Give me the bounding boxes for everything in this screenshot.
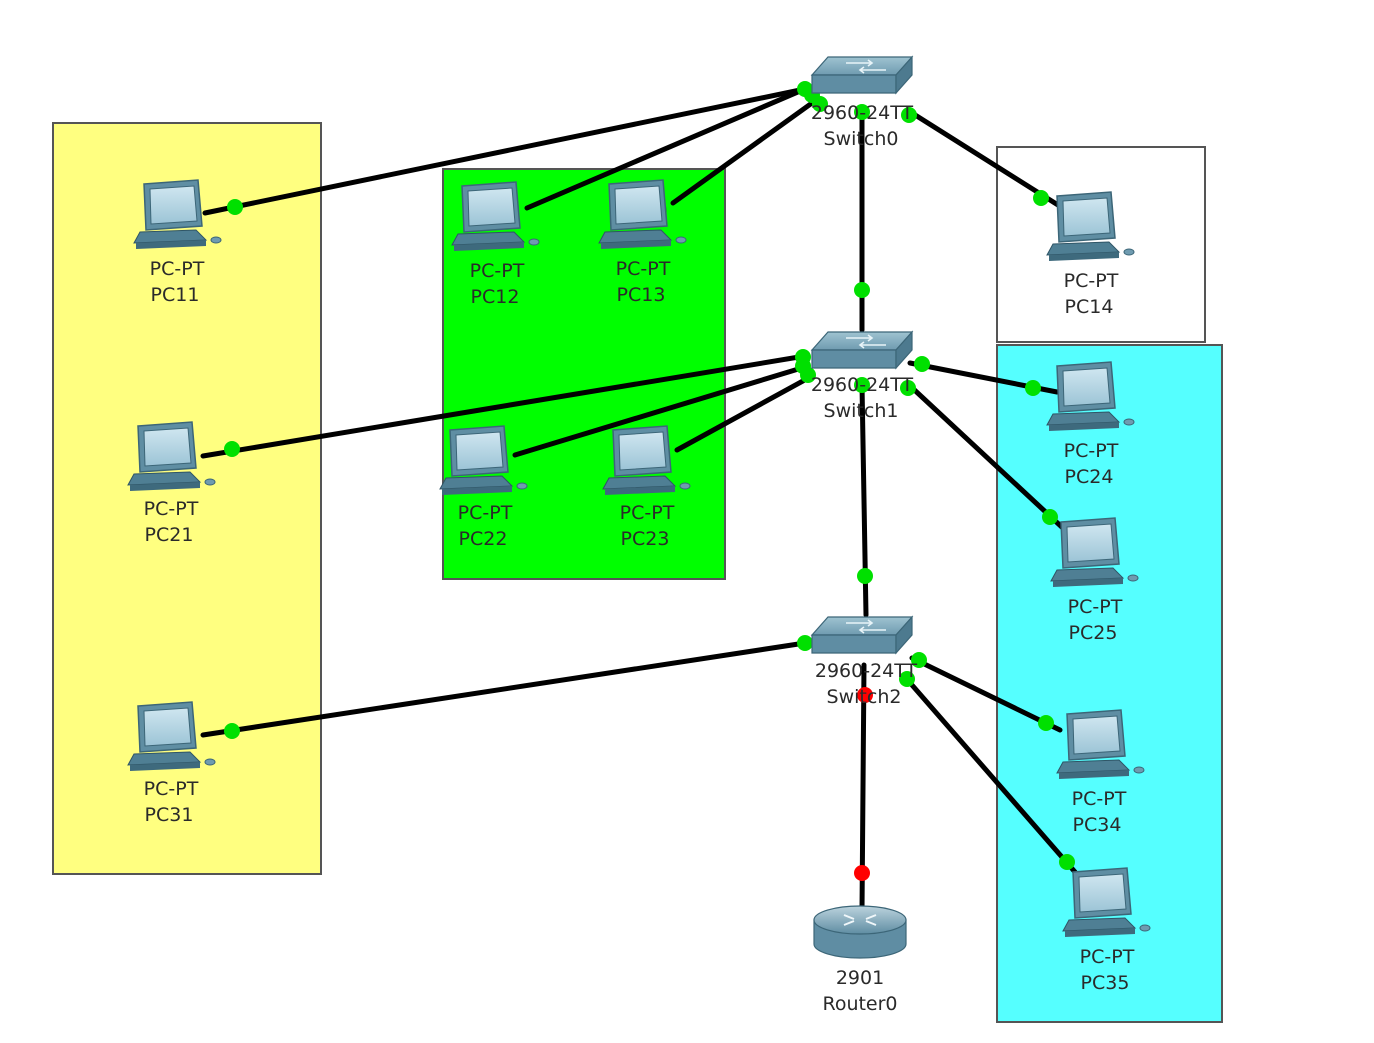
pc13-name: PC13	[616, 284, 666, 306]
pc24-name: PC24	[1064, 466, 1114, 488]
pc22-model: PC-PT	[457, 502, 513, 524]
pc25-pc-icon[interactable]	[1050, 517, 1139, 587]
router0-name: Router0	[822, 993, 898, 1015]
cable-switch1-pc21[interactable]	[200, 353, 808, 459]
pc11-model: PC-PT	[149, 258, 205, 280]
pc31-pc-icon[interactable]	[127, 701, 216, 771]
pc14-name: PC14	[1064, 296, 1114, 318]
pc22-name: PC22	[458, 528, 508, 550]
link-light-switch2-pc31-a	[797, 635, 813, 651]
link-light-switch2-router0-b	[854, 865, 870, 881]
cable-switch1-pc23[interactable]	[674, 373, 815, 453]
router0-model: 2901	[835, 967, 885, 989]
link-light-switch1-pc25-b	[1042, 509, 1058, 525]
devices	[127, 55, 1151, 959]
link-light-switch1-pc24-b	[1025, 380, 1041, 396]
pc12-name: PC12	[470, 286, 520, 308]
pc23-model: PC-PT	[619, 502, 675, 524]
cable-switch0-pc13[interactable]	[670, 100, 815, 206]
link-light-switch0-pc11-b	[227, 199, 243, 215]
pc12-model: PC-PT	[469, 260, 525, 282]
switch0-switch-icon[interactable]	[810, 55, 914, 95]
pc31-name: PC31	[144, 804, 194, 826]
cable-switch1-pc25[interactable]	[905, 381, 1068, 533]
pc21-name: PC21	[144, 524, 194, 546]
pc24-pc-icon[interactable]	[1046, 361, 1135, 431]
cable-switch0-pc11[interactable]	[202, 86, 808, 216]
pc25-model: PC-PT	[1067, 596, 1123, 618]
pc35-pc-icon[interactable]	[1062, 867, 1151, 937]
pc34-pc-icon[interactable]	[1056, 709, 1145, 779]
pc21-model: PC-PT	[143, 498, 199, 520]
cable-switch0-pc12[interactable]	[524, 86, 808, 211]
link-light-switch1-switch2-b	[857, 568, 873, 584]
switch2-name: Switch2	[826, 686, 902, 708]
link-light-switch0-switch1-a	[854, 104, 870, 120]
pc13-model: PC-PT	[615, 258, 671, 280]
cable-switch2-pc34[interactable]	[909, 655, 1063, 733]
switch2-model: 2960-24TT	[814, 660, 918, 682]
link-light-switch2-pc34-a	[911, 652, 927, 668]
link-light-switch2-router0-a	[857, 687, 873, 703]
switch2-switch-icon[interactable]	[810, 615, 914, 655]
pc25-name: PC25	[1068, 622, 1118, 644]
cable-switch2-pc31[interactable]	[200, 640, 808, 738]
pc14-pc-icon[interactable]	[1046, 191, 1135, 261]
switch1-name: Switch1	[823, 400, 899, 422]
pc13-pc-icon[interactable]	[598, 179, 687, 249]
link-light-switch1-pc23-a	[800, 367, 816, 383]
link-light-switch0-pc13-a	[812, 96, 828, 112]
pc11-pc-icon[interactable]	[133, 179, 222, 249]
pc35-name: PC35	[1080, 972, 1130, 994]
link-light-switch1-switch2-a	[854, 377, 870, 393]
pc12-pc-icon[interactable]	[451, 181, 540, 251]
switch1-switch-icon[interactable]	[810, 330, 914, 370]
pc11-name: PC11	[150, 284, 200, 306]
pc34-name: PC34	[1072, 814, 1122, 836]
pc24-model: PC-PT	[1063, 440, 1119, 462]
cables	[200, 86, 1078, 913]
pc34-model: PC-PT	[1071, 788, 1127, 810]
cable-switch2-pc35[interactable]	[902, 674, 1078, 875]
cable-switch1-pc22[interactable]	[512, 364, 808, 458]
pc22-pc-icon[interactable]	[439, 425, 528, 495]
link-light-switch2-pc35-b	[1059, 854, 1075, 870]
cable-switch0-pc14[interactable]	[909, 110, 1061, 208]
link-light-switch0-pc14-b	[1033, 190, 1049, 206]
link-light-switch2-pc34-b	[1038, 715, 1054, 731]
link-light-switch0-switch1-b	[854, 282, 870, 298]
pc21-pc-icon[interactable]	[127, 421, 216, 491]
switch0-name: Switch0	[823, 128, 899, 150]
pc35-model: PC-PT	[1079, 946, 1135, 968]
pc23-pc-icon[interactable]	[602, 425, 691, 495]
link-light-switch2-pc31-b	[224, 723, 240, 739]
link-light-switch1-pc25-a	[900, 380, 916, 396]
link-light-switch2-pc35-a	[899, 671, 915, 687]
link-light-switch1-pc21-b	[224, 441, 240, 457]
pc14-model: PC-PT	[1063, 270, 1119, 292]
pc31-model: PC-PT	[143, 778, 199, 800]
pc23-name: PC23	[620, 528, 670, 550]
link-light-switch1-pc24-a	[914, 356, 930, 372]
switch0-model: 2960-24TT	[810, 102, 914, 124]
router0-router-icon[interactable]	[813, 905, 907, 959]
switch1-model: 2960-24TT	[810, 374, 914, 396]
link-light-switch0-pc14-a	[901, 107, 917, 123]
